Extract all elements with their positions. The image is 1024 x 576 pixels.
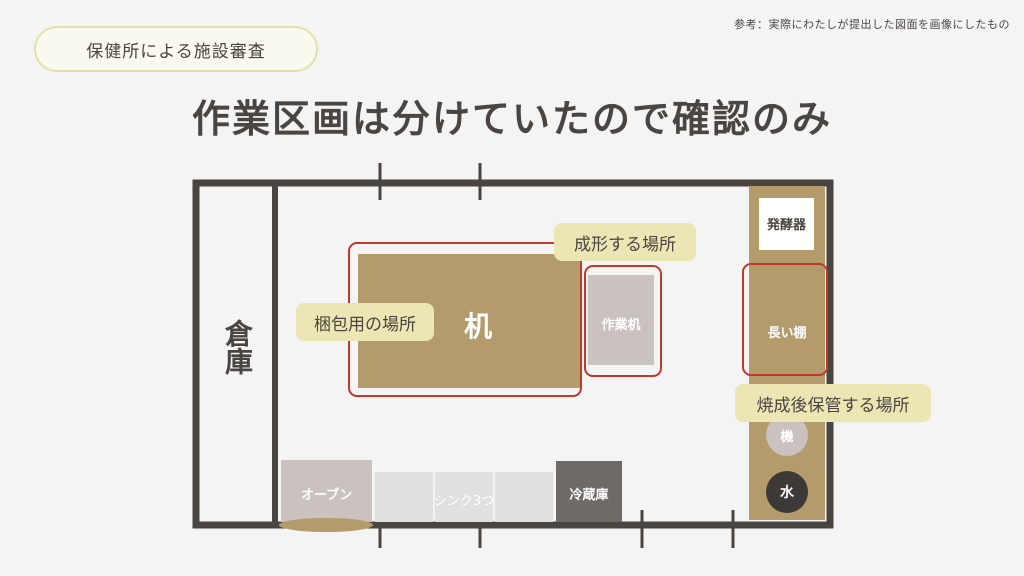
oven-door [279, 518, 373, 532]
callout-storage-after-baking: 焼成後保管する場所 [735, 384, 931, 422]
page-title: 作業区画は分けていたので確認のみ [191, 97, 832, 141]
fermenter-label: 発酵器 [766, 217, 806, 233]
callout-forming-area: 成形する場所 [554, 223, 696, 261]
sink [375, 472, 433, 522]
sink [435, 472, 493, 522]
water-circle [766, 471, 808, 513]
sink [495, 472, 553, 522]
long-shelf-label: 長い棚 [767, 325, 807, 341]
outer-wall [192, 179, 834, 529]
long-shelf-highlight [742, 263, 828, 376]
oven [281, 460, 372, 522]
water-label: 水 [780, 485, 794, 501]
work-desk [588, 275, 654, 365]
callout-packing-area: 梱包用の場所 [296, 303, 434, 341]
work-desk-highlight [584, 265, 662, 377]
reference-note: 参考：実際にわたしが提出した図面を画像にしたもの [734, 18, 1010, 31]
fridge [556, 461, 622, 522]
fermenter-box [759, 198, 814, 250]
machine-label: 機 [780, 429, 794, 445]
desk-label: 机 [463, 310, 492, 343]
work-desk-label: 作業机 [601, 317, 641, 333]
storage-label: 倉庫 [221, 319, 254, 375]
machine-circle [766, 414, 808, 456]
sinks-label: シンク3つ [433, 493, 495, 509]
oven-label: オーブン [300, 487, 353, 503]
fridge-label: 冷蔵庫 [569, 487, 609, 503]
section-pill: 保健所による施設審査 [34, 26, 318, 72]
